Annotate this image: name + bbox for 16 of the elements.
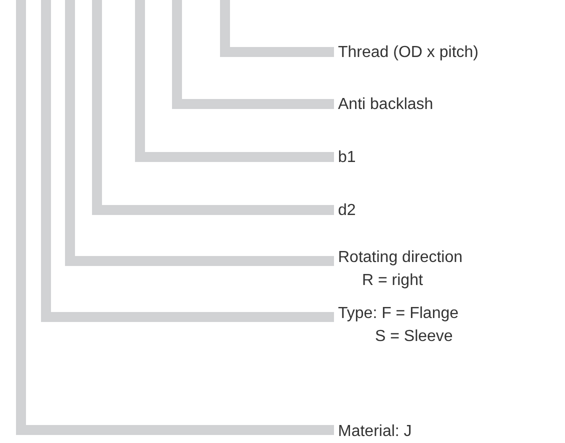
leader-line — [220, 0, 334, 57]
part-label: S = Sleeve — [374, 327, 454, 347]
part-label: Thread (OD x pitch) — [338, 43, 478, 63]
leader-line — [92, 0, 334, 215]
part-label: Type: F = Flange — [338, 304, 459, 324]
leader-line — [172, 0, 334, 109]
part-label: Rotating direction — [338, 248, 463, 268]
part-label: b1 — [338, 148, 356, 168]
part-label: d2 — [338, 201, 356, 221]
leader-line — [41, 0, 334, 322]
part-label: Material: J — [338, 422, 412, 442]
part-label: Anti backlash — [338, 95, 434, 115]
leader-line — [135, 0, 334, 162]
part-label: R = right — [361, 271, 424, 291]
leader-line — [16, 0, 334, 435]
leader-line — [65, 0, 334, 266]
